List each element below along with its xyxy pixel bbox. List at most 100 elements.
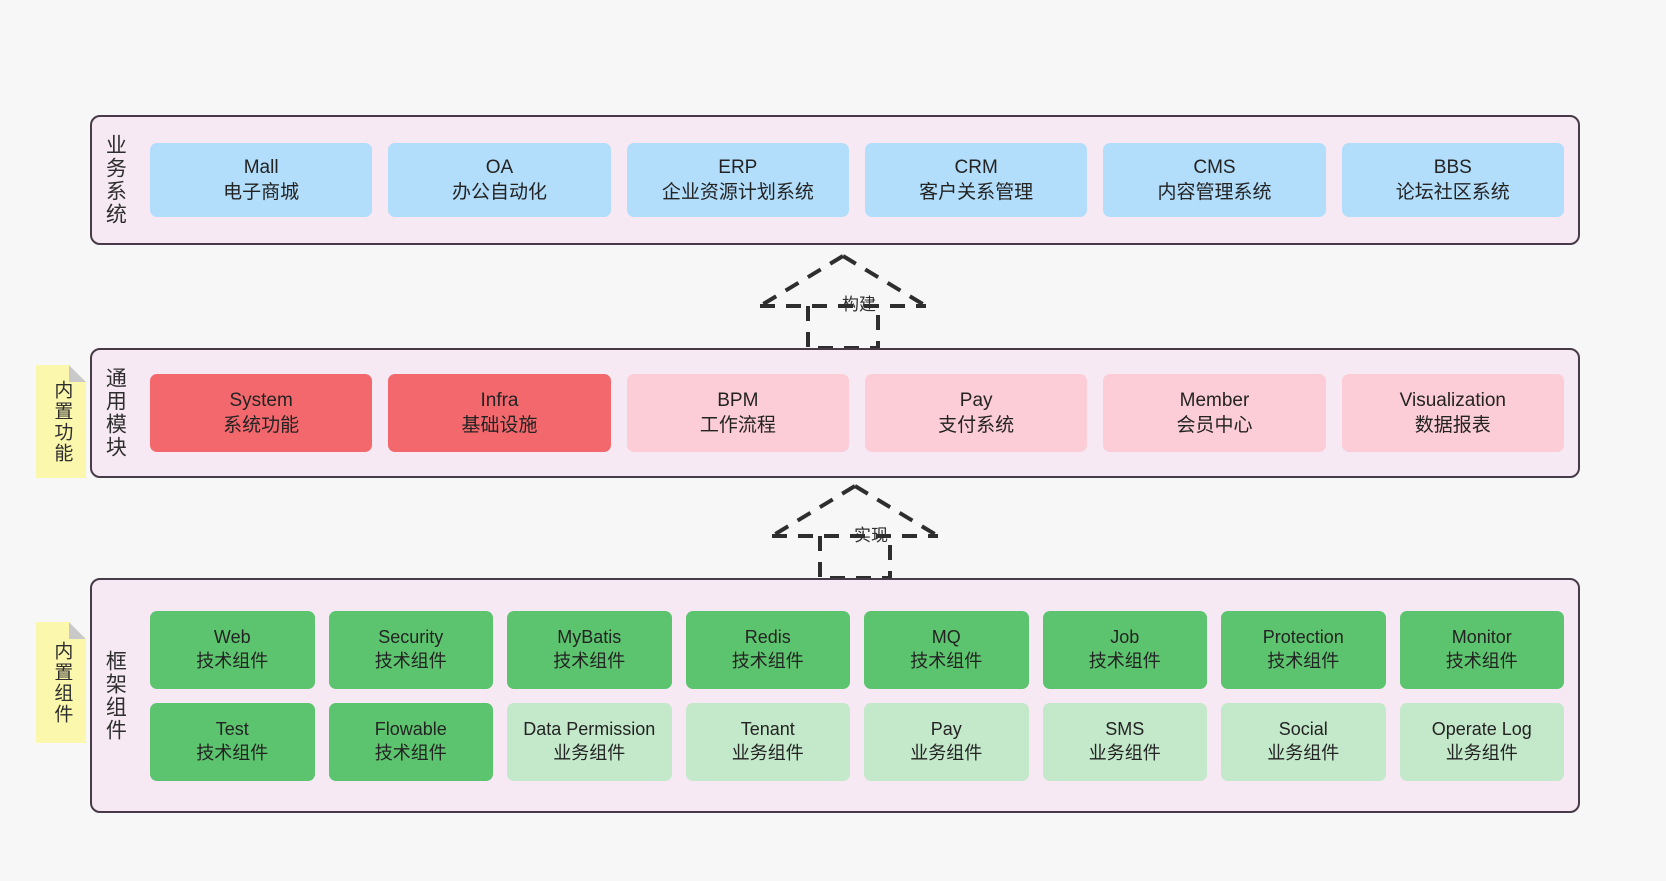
card-description: 技术组件 (1267, 650, 1340, 671)
sticky-note-builtin-feature-label: 内置功能 (51, 379, 73, 464)
sticky-fold-corner-icon (69, 622, 86, 639)
framework-card-protection[interactable]: Protection 技术组件 (1221, 610, 1386, 689)
card-description: 工作流程 (699, 415, 776, 436)
card-description: 系统功能 (223, 415, 300, 436)
business-card-erp[interactable]: ERP 企业资源计划系统 (626, 143, 849, 217)
card-name: Infra (480, 389, 519, 411)
card-description: 业务组件 (1267, 742, 1340, 763)
card-name: SMS (1105, 718, 1145, 739)
card-name: Job (1110, 626, 1140, 647)
card-name: CRM (954, 156, 998, 178)
sticky-note-builtin-feature: 内置功能 (36, 365, 86, 478)
card-description: 业务组件 (553, 742, 626, 763)
card-description: 业务组件 (1445, 742, 1518, 763)
card-name: BPM (717, 389, 759, 411)
card-description: 企业资源计划系统 (661, 182, 814, 203)
card-name: BBS (1433, 156, 1472, 178)
card-name: MQ (931, 626, 961, 647)
business-card-bbs[interactable]: BBS 论坛社区系统 (1341, 143, 1564, 217)
framework-card-monitor[interactable]: Monitor 技术组件 (1399, 610, 1564, 689)
card-description: 技术组件 (374, 742, 447, 763)
card-description: 技术组件 (910, 650, 983, 671)
card-description: 论坛社区系统 (1395, 182, 1510, 203)
card-description: 基础设施 (461, 415, 538, 436)
business-card-cms[interactable]: CMS 内容管理系统 (1103, 143, 1326, 217)
framework-card-job[interactable]: Job 技术组件 (1042, 610, 1207, 689)
card-name: Security (378, 626, 444, 647)
framework-card-test[interactable]: Test 技术组件 (150, 702, 315, 781)
framework-card-data-permission[interactable]: Data Permission 业务组件 (507, 702, 672, 781)
card-description: 内容管理系统 (1157, 182, 1272, 203)
card-name: Pay (930, 718, 962, 739)
framework-card-tenant[interactable]: Tenant 业务组件 (685, 702, 850, 781)
sticky-fold-corner-icon (69, 365, 86, 382)
card-name: CMS (1193, 156, 1236, 178)
framework-card-sms[interactable]: SMS 业务组件 (1042, 702, 1207, 781)
card-name: Operate Log (1431, 718, 1532, 739)
build-relation-label: 构建 (842, 295, 876, 314)
module-card-infra[interactable]: Infra 基础设施 (388, 374, 611, 452)
card-description: 会员中心 (1176, 415, 1253, 436)
card-name: Mall (243, 156, 279, 178)
framework-card-mq[interactable]: MQ 技术组件 (864, 610, 1029, 689)
module-card-system[interactable]: System 系统功能 (150, 374, 373, 452)
card-description: 业务组件 (731, 742, 804, 763)
card-name: OA (485, 156, 514, 178)
card-name: Redis (744, 626, 791, 647)
card-description: 支付系统 (938, 415, 1015, 436)
card-description: 业务组件 (1088, 742, 1161, 763)
business-card-crm[interactable]: CRM 客户关系管理 (864, 143, 1088, 217)
sticky-note-builtin-component: 内置组件 (36, 622, 86, 743)
card-name: Social (1278, 718, 1328, 739)
card-description: 技术组件 (196, 742, 269, 763)
card-description: 办公自动化 (451, 182, 547, 203)
card-description: 技术组件 (1088, 650, 1161, 671)
card-name: Visualization (1399, 389, 1506, 411)
card-description: 客户关系管理 (919, 182, 1034, 203)
card-name: Member (1179, 389, 1250, 411)
card-name: Web (213, 626, 251, 647)
framework-card-security[interactable]: Security 技术组件 (328, 610, 493, 689)
card-name: Test (215, 718, 249, 739)
card-name: Data Permission (523, 718, 656, 739)
framework-card-web[interactable]: Web 技术组件 (150, 610, 315, 689)
card-name: ERP (718, 156, 758, 178)
card-description: 技术组件 (374, 650, 447, 671)
implement-relation-label: 实现 (854, 526, 888, 545)
card-description: 技术组件 (196, 650, 269, 671)
business-card-mall[interactable]: Mall 电子商城 (150, 143, 373, 217)
card-description: 技术组件 (1445, 650, 1518, 671)
business-card-oa[interactable]: OA 办公自动化 (388, 143, 611, 217)
module-card-pay[interactable]: Pay 支付系统 (864, 374, 1088, 452)
card-name: Flowable (374, 718, 447, 739)
framework-card-social[interactable]: Social 业务组件 (1221, 702, 1386, 781)
general-modules-card-list: System 系统功能 Infra 基础设施 BPM 工作流程 Pay 支付系统 Member 会… (136, 350, 1578, 476)
business-systems-card-list: Mall 电子商城 OA 办公自动化 ERP 企业资源计划系统 CRM 客户关系管理 CMS 内容… (136, 117, 1578, 243)
card-name: Tenant (740, 718, 795, 739)
module-card-member[interactable]: Member 会员中心 (1103, 374, 1326, 452)
framework-card-redis[interactable]: Redis 技术组件 (685, 610, 850, 689)
general-modules-layer: 通用模块 System 系统功能 Infra 基础设施 BPM 工作流程 Pay 支付系统 Me… (90, 348, 1580, 478)
framework-card-flowable[interactable]: Flowable 技术组件 (328, 702, 493, 781)
card-name: MyBatis (557, 626, 622, 647)
sticky-note-builtin-component-label: 内置组件 (51, 640, 73, 725)
card-description: 技术组件 (731, 650, 804, 671)
card-name: System (229, 389, 293, 411)
card-name: Protection (1262, 626, 1344, 647)
card-name: Pay (959, 389, 993, 411)
card-name: Monitor (1451, 626, 1512, 647)
framework-card-operate-log[interactable]: Operate Log 业务组件 (1399, 702, 1564, 781)
module-card-bpm[interactable]: BPM 工作流程 (626, 374, 849, 452)
framework-card-mybatis[interactable]: MyBatis 技术组件 (507, 610, 672, 689)
card-description: 电子商城 (223, 182, 300, 203)
general-modules-title: 通用模块 (103, 367, 127, 459)
card-description: 技术组件 (553, 650, 626, 671)
business-systems-layer: 业务系统 Mall 电子商城 OA 办公自动化 ERP 企业资源计划系统 CRM 客户关系管理… (90, 115, 1580, 245)
business-systems-title: 业务系统 (103, 134, 127, 226)
